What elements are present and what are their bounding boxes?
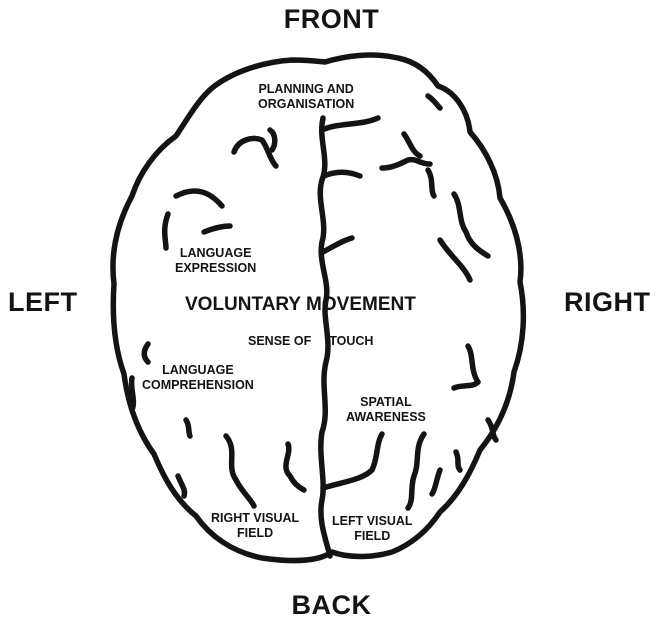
back-label: BACK — [0, 590, 663, 621]
voluntary-movement-label: VOLUNTARY MOVEMENT — [185, 294, 416, 316]
left-label: LEFT — [8, 287, 78, 318]
front-label: FRONT — [0, 4, 663, 35]
right-label: RIGHT — [564, 287, 651, 318]
